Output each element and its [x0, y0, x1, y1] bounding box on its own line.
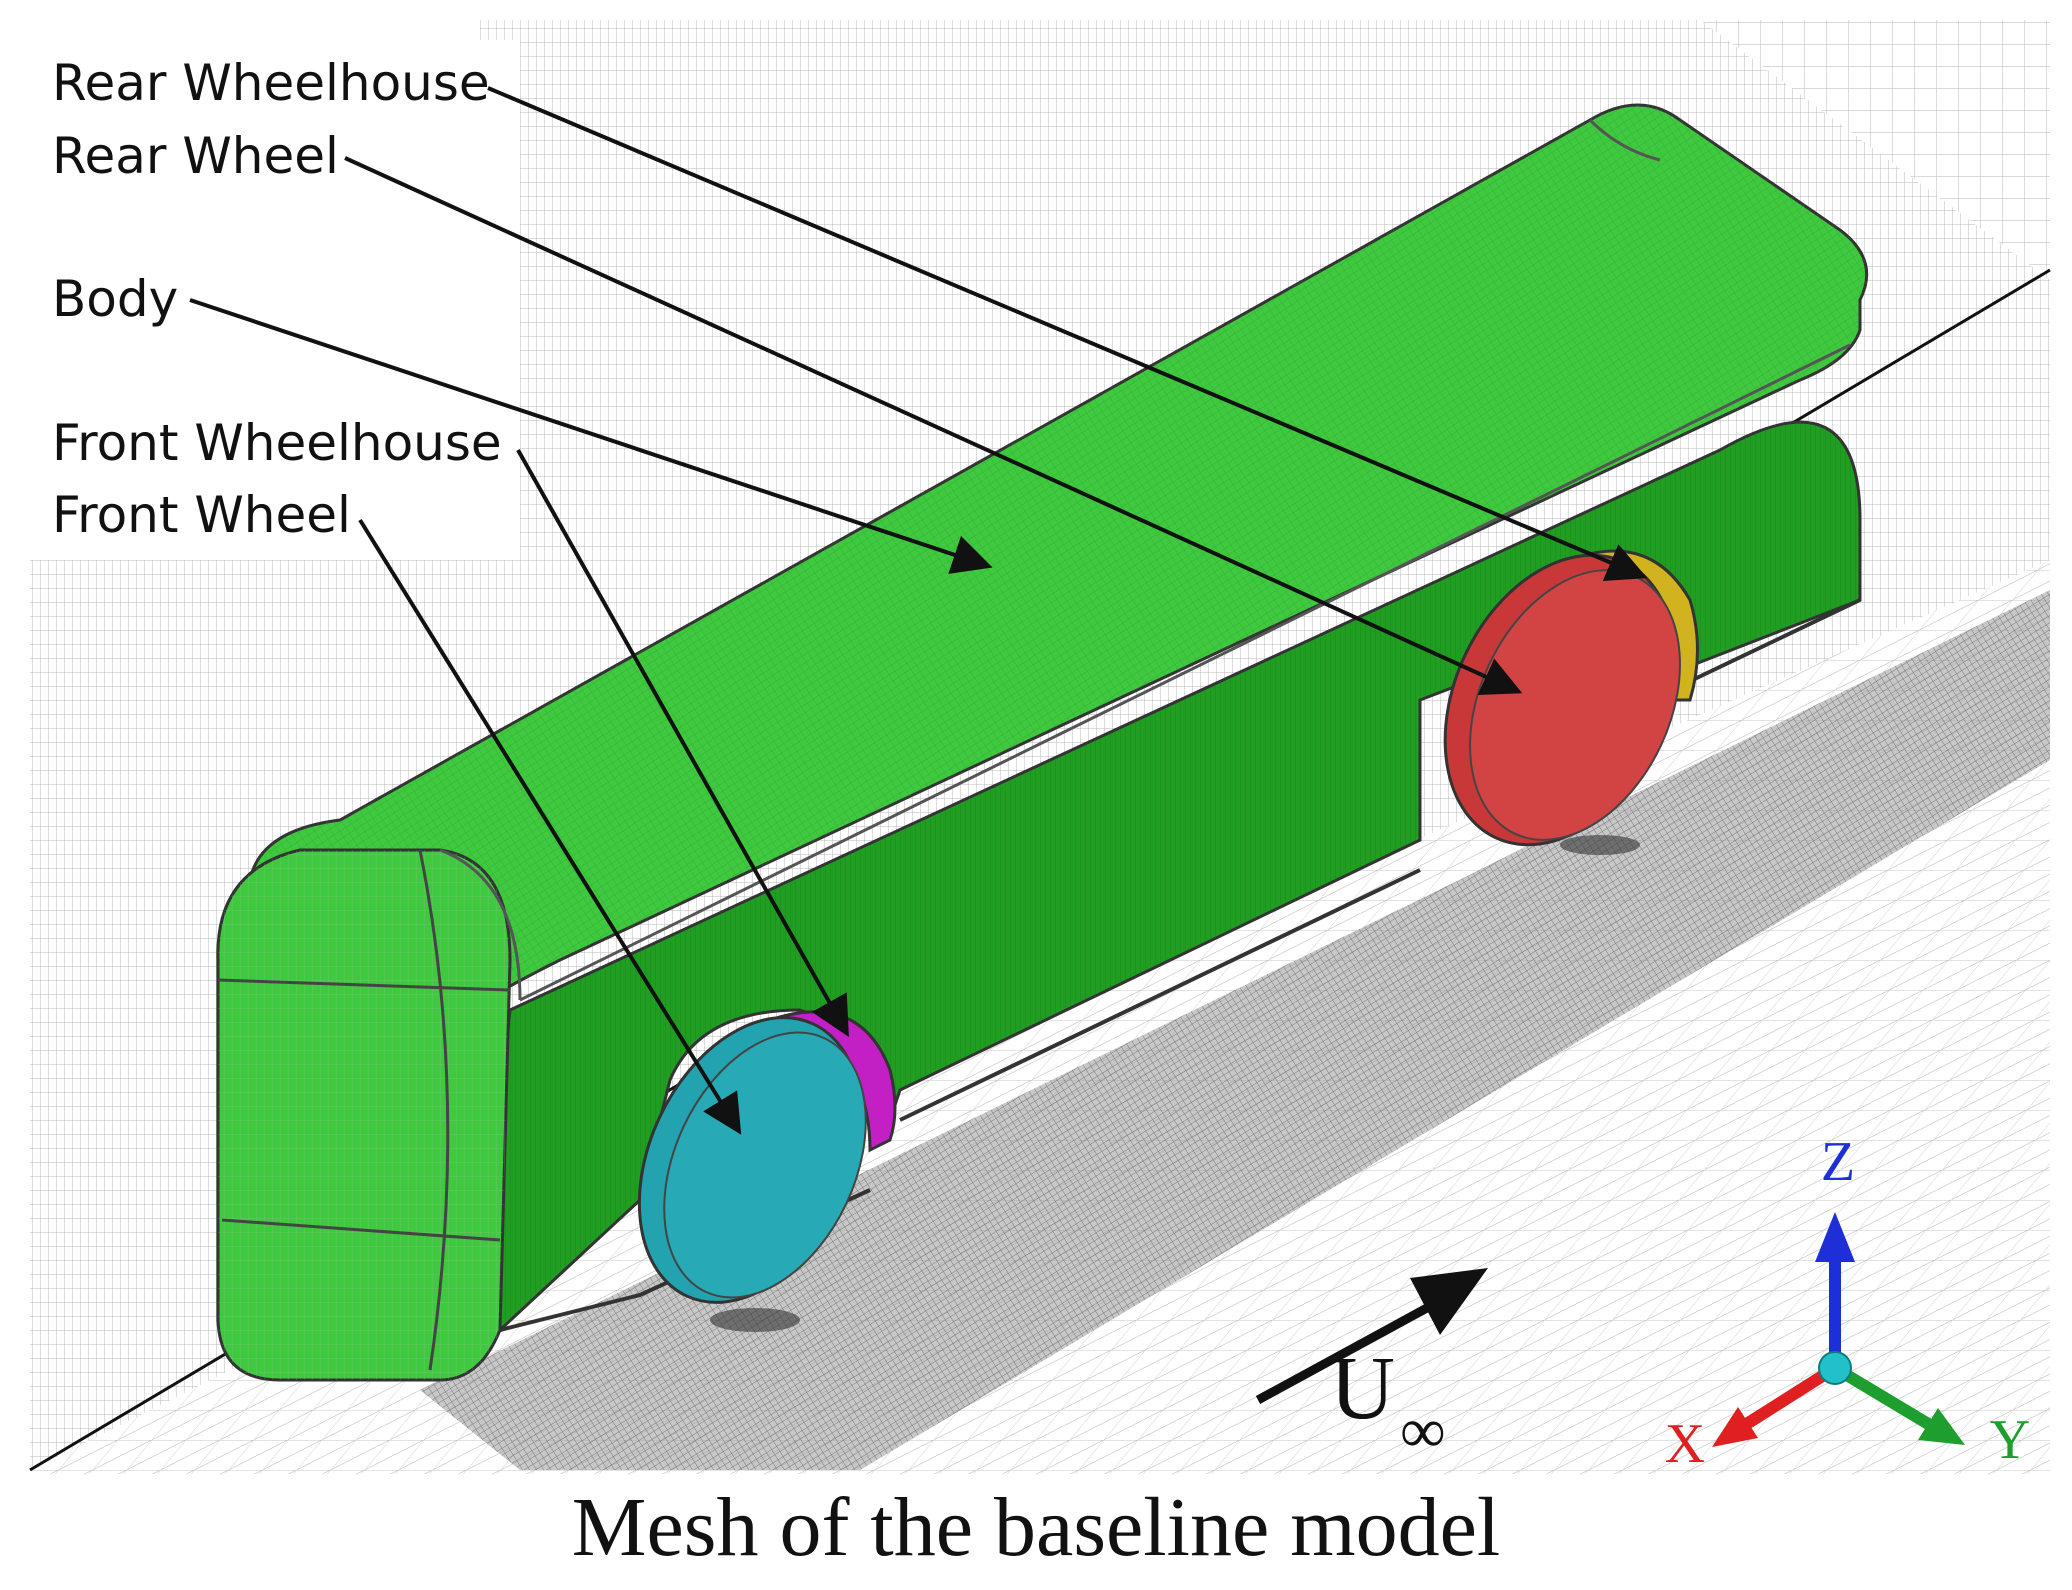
y-axis-arrowhead — [1918, 1408, 1965, 1445]
y-axis-shaft — [1831, 1362, 1934, 1431]
rear-wheel-contact — [1560, 835, 1640, 855]
leader-arrows — [189, 86, 1648, 1135]
freestream-arrowhead — [1410, 1268, 1488, 1335]
x-axis-label: X — [1665, 1413, 1705, 1475]
z-axis-label: Z — [1821, 1131, 1855, 1193]
axis-origin — [1818, 1351, 1852, 1385]
body-front-mesh — [217, 850, 511, 1380]
axis-triad: Z X Y — [1665, 1131, 2030, 1475]
rear-wheel-assembly — [1443, 549, 1699, 855]
label-panel — [30, 40, 520, 560]
body-edge-line — [439, 118, 1851, 1002]
front-face-edge — [217, 849, 511, 1371]
z-axis-arrowhead — [1815, 1212, 1855, 1262]
arrow-front-wheelhouse — [516, 449, 849, 1037]
label-front-wheelhouse: Front Wheelhouse — [52, 414, 502, 472]
x-axis-arrowhead — [1712, 1407, 1758, 1447]
arrow-rear-wheel — [344, 156, 1523, 695]
x-axis-shaft — [1741, 1362, 1839, 1431]
freestream-symbol: U — [1330, 1339, 1395, 1438]
figure-caption: Mesh of the baseline model — [571, 1481, 1501, 1574]
arrow-front-wheel — [358, 518, 742, 1135]
ground-refinement-mesh — [420, 590, 2050, 1470]
label-rear-wheelhouse: Rear Wheelhouse — [52, 54, 490, 112]
y-axis-label: Y — [1990, 1409, 2030, 1471]
upper-coarse-mesh — [520, 20, 2050, 280]
arrow-rear-wheelhouse — [487, 86, 1648, 581]
body-top-mesh — [250, 105, 1867, 1040]
freestream-indicator: U ∞ — [1255, 1268, 1488, 1466]
label-rear-wheel: Rear Wheel — [52, 127, 339, 185]
freestream-subscript: ∞ — [1400, 1395, 1446, 1466]
arrow-body — [189, 298, 993, 574]
label-body: Body — [52, 270, 178, 328]
front-wheel-contact — [710, 1308, 800, 1332]
label-front-wheel: Front Wheel — [52, 486, 351, 544]
